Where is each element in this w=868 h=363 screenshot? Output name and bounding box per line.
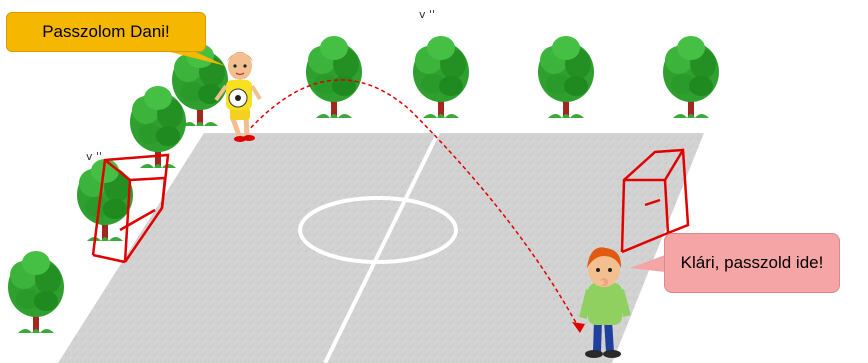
tree-8 [661, 34, 721, 120]
speech-bubble-klari: Klári, passzold ide! [664, 233, 840, 293]
center-circle [298, 196, 458, 264]
tree-4 [6, 249, 66, 335]
left-goal [91, 153, 170, 264]
right-goal [620, 148, 690, 254]
speech-tail-klari [630, 255, 665, 272]
boy-player [579, 247, 631, 358]
girl-player [214, 52, 262, 142]
bird-decoration-1: v '' [419, 8, 435, 21]
speech-bubble-dani: Passzolom Dani! [6, 12, 206, 52]
ball-trajectory [245, 79, 581, 331]
speech-tail-dani [170, 52, 226, 66]
tree-7 [536, 34, 596, 120]
tree-6 [411, 34, 471, 120]
halfway-line [323, 132, 440, 363]
tree-5 [304, 34, 364, 120]
bird-decoration-2: v '' [86, 150, 102, 163]
trajectory-arrowhead [572, 322, 585, 333]
